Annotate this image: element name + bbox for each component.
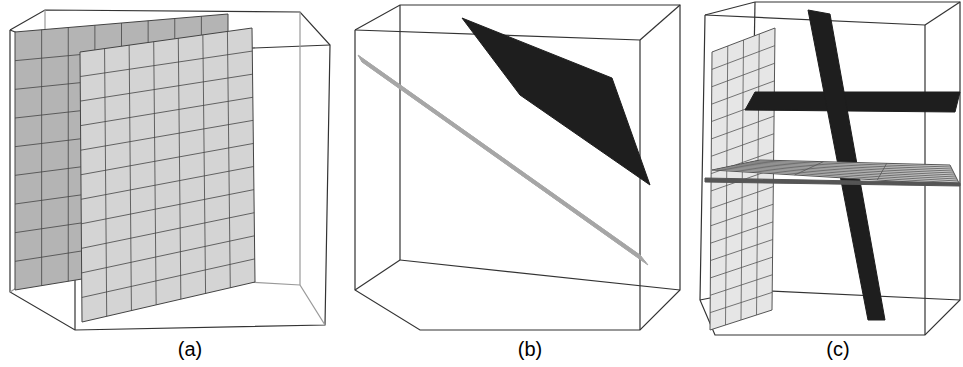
grid-line [712, 63, 775, 87]
grid-line [711, 222, 773, 243]
grid-line [711, 134, 774, 157]
grid-line [711, 187, 773, 209]
grid-line [81, 120, 253, 150]
grid-line [41, 30, 42, 286]
plane-sheet [705, 178, 960, 186]
grid-line [726, 167, 957, 179]
box-frame [355, 5, 680, 330]
grid-line [81, 97, 253, 125]
box-frame [700, 2, 960, 335]
grid-line [154, 42, 156, 305]
grid-line [877, 163, 886, 180]
grid-line [499, 155, 505, 164]
grid-line [755, 161, 951, 167]
grid-line [82, 236, 255, 273]
grid-line [711, 204, 773, 226]
panel-label: (c) [826, 338, 849, 361]
grid-line [82, 259, 255, 298]
grid-line [105, 49, 107, 317]
plane-sheet [80, 28, 255, 322]
grid-line [178, 38, 181, 299]
plane-sheet [745, 92, 960, 112]
grid-line [81, 213, 254, 249]
panel-label: (a) [178, 338, 202, 361]
panel-label: (b) [518, 338, 542, 361]
grid-line [710, 275, 772, 296]
grid-line [710, 292, 772, 312]
grid-line [750, 162, 952, 169]
grid-line [81, 167, 254, 200]
box-frame [10, 10, 330, 330]
grid-line [203, 35, 206, 294]
grid-line [227, 31, 230, 287]
grid-line [81, 143, 253, 174]
grid-line [795, 162, 824, 175]
grid-line [80, 74, 252, 101]
grid-line [80, 51, 252, 76]
grid-line [81, 190, 254, 224]
grid-line [710, 257, 772, 278]
grid-line [68, 28, 69, 282]
grid-line [711, 116, 774, 139]
plane-sheet [462, 18, 650, 185]
grid-line [712, 46, 775, 70]
grid-line [711, 240, 773, 261]
grid-line [129, 45, 131, 310]
